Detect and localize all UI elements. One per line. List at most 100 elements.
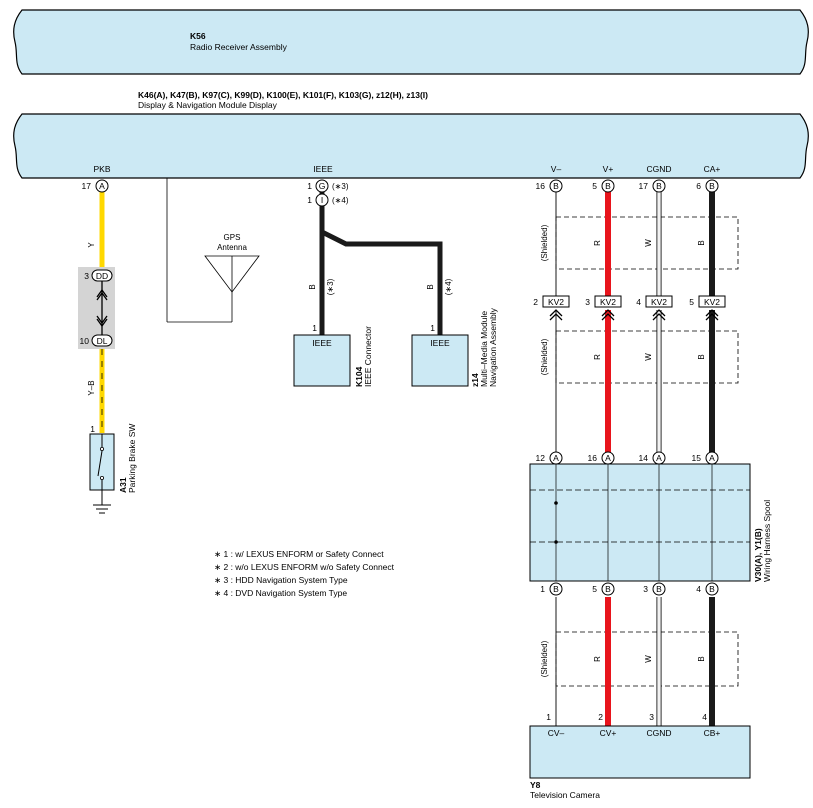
kv2-pin-4: 5 bbox=[689, 297, 694, 307]
camera-code: Y8 bbox=[530, 780, 541, 790]
pin-caplus[interactable]: B 6 bbox=[696, 179, 719, 193]
kv2-arrow-icon bbox=[652, 309, 666, 321]
spool-bottom-pin-1-conn: B bbox=[553, 584, 559, 594]
display-name: Display & Navigation Module Display bbox=[138, 100, 278, 110]
wire-color-r-1: R bbox=[593, 240, 602, 246]
k104-label: IEEE bbox=[312, 338, 332, 348]
spool-bottom-pin-2[interactable]: B 5 bbox=[592, 582, 615, 596]
spool-bottom-pin-2-num: 5 bbox=[592, 584, 597, 594]
spool-top-pin-4-num: 15 bbox=[692, 453, 702, 463]
z14-name-line1: Multi–Media Module bbox=[479, 311, 489, 387]
kv2-arrow-icon bbox=[549, 309, 563, 321]
pin-cgnd-num: 17 bbox=[639, 181, 649, 191]
connector-dl-label: DL bbox=[97, 336, 108, 346]
pin-ieee-i[interactable]: I 1 (∗4) bbox=[307, 193, 349, 207]
spool-bottom-pin-3-conn: B bbox=[656, 584, 662, 594]
pin-caplus-conn: B bbox=[709, 181, 715, 191]
camera-pin-num-1: 1 bbox=[546, 712, 551, 722]
radio-receiver-assembly[interactable]: K56 Radio Receiver Assembly bbox=[13, 9, 809, 75]
spool-bottom-pin-1[interactable]: B 1 bbox=[540, 582, 563, 596]
z14-multimedia-module[interactable] bbox=[411, 334, 469, 387]
kv2-connector-1[interactable]: KV2 2 bbox=[533, 295, 570, 321]
kv2-label-2: KV2 bbox=[600, 297, 616, 307]
spool-top-pin-2-num: 16 bbox=[588, 453, 598, 463]
shielded-label-1: (Shielded) bbox=[540, 224, 549, 261]
pin-pkb[interactable]: A 17 bbox=[82, 179, 109, 193]
kv2-pin-1: 2 bbox=[533, 297, 538, 307]
kv2-connector-4[interactable]: KV2 5 bbox=[689, 295, 726, 321]
pin-vminus-conn: B bbox=[553, 181, 559, 191]
spool-top-pin-3-conn: A bbox=[656, 453, 662, 463]
pin-label-pkb: PKB bbox=[93, 164, 110, 174]
spool-name: Wiring Harness Spool bbox=[762, 500, 772, 582]
spool-bottom-pin-4-conn: B bbox=[709, 584, 715, 594]
k104-name: IEEE Connector bbox=[363, 326, 373, 387]
legend-item-4: ∗ 4 : DVD Navigation System Type bbox=[214, 588, 347, 598]
wire-color-b-2: B bbox=[697, 354, 706, 359]
spool-top-pin-4-conn: A bbox=[709, 453, 715, 463]
spool-top-pin-2[interactable]: A 16 bbox=[588, 451, 615, 465]
radio-name: Radio Receiver Assembly bbox=[190, 42, 288, 52]
k104-ieee-connector[interactable] bbox=[293, 334, 351, 387]
z14-label: IEEE bbox=[430, 338, 450, 348]
pin-vplus-num: 5 bbox=[592, 181, 597, 191]
spool-bottom-pins: B 1 B 5 B 3 B 4 bbox=[540, 582, 719, 596]
a31-code: A31 bbox=[118, 477, 128, 493]
wire-color-b-3: B bbox=[697, 656, 706, 661]
pin-label-ieee: IEEE bbox=[313, 164, 333, 174]
display-body bbox=[13, 113, 809, 179]
wire-color-b-k104: B bbox=[308, 284, 317, 289]
pin-ieee-g[interactable]: G 1 (∗3) bbox=[307, 179, 349, 193]
parking-brake-switch[interactable] bbox=[89, 433, 115, 491]
display-navigation-module[interactable] bbox=[13, 113, 809, 179]
spool-bottom-pin-4[interactable]: B 4 bbox=[696, 582, 719, 596]
pin-ieee-g-note: (∗3) bbox=[332, 182, 349, 191]
pin-pkb-num: 17 bbox=[82, 181, 92, 191]
pin-label-caplus: CA+ bbox=[704, 164, 721, 174]
a31-pin: 1 bbox=[90, 424, 95, 434]
pin-caplus-num: 6 bbox=[696, 181, 701, 191]
note-z14: (∗4) bbox=[444, 278, 453, 295]
pin-ieee-i-num: 1 bbox=[307, 195, 312, 205]
wire-black-ieee-z14 bbox=[319, 206, 443, 335]
pin-cgnd[interactable]: B 17 bbox=[639, 179, 666, 193]
pin-vminus-num: 16 bbox=[536, 181, 546, 191]
camera-pin-label-3: CGND bbox=[646, 728, 671, 738]
connector-dd-label: DD bbox=[96, 271, 108, 281]
connector-dd-pin: 3 bbox=[84, 271, 89, 281]
k104-code: K104 bbox=[354, 366, 364, 387]
pin-vminus[interactable]: B 16 bbox=[536, 179, 563, 193]
pin-label-vminus: V– bbox=[551, 164, 562, 174]
wire-color-b-z14: B bbox=[426, 284, 435, 289]
z14-name-line2: Navigation Assembly bbox=[488, 307, 498, 387]
camera-pin-label-4: CB+ bbox=[704, 728, 721, 738]
spool-top-pin-1[interactable]: A 12 bbox=[536, 451, 563, 465]
kv2-pin-2: 3 bbox=[585, 297, 590, 307]
pin-cgnd-conn: B bbox=[656, 181, 662, 191]
camera-pin-label-1: CV– bbox=[548, 728, 565, 738]
kv2-connector-2[interactable]: KV2 3 bbox=[585, 295, 622, 321]
pin-vplus[interactable]: B 5 bbox=[592, 179, 615, 193]
camera-name: Television Camera bbox=[530, 790, 600, 800]
pin-ieee-g-conn: G bbox=[319, 181, 326, 191]
pin-label-vplus: V+ bbox=[603, 164, 614, 174]
legend-item-3: ∗ 3 : HDD Navigation System Type bbox=[214, 575, 348, 585]
pin-ieee-i-note: (∗4) bbox=[332, 196, 349, 205]
junction-arrows-icon bbox=[96, 281, 108, 335]
wire-color-w-3: W bbox=[644, 655, 653, 663]
television-camera[interactable] bbox=[529, 725, 751, 779]
spool-top-pin-4[interactable]: A 15 bbox=[692, 451, 719, 465]
camera-pin-num-4: 4 bbox=[702, 712, 707, 722]
spool-top-pin-3-num: 14 bbox=[639, 453, 649, 463]
spool-top-pin-3[interactable]: A 14 bbox=[639, 451, 666, 465]
kv2-label-1: KV2 bbox=[548, 297, 564, 307]
kv2-connector-3[interactable]: KV2 4 bbox=[636, 295, 673, 321]
spool-bottom-pin-3[interactable]: B 3 bbox=[643, 582, 666, 596]
note-k104: (∗3) bbox=[326, 278, 335, 295]
spool-bottom-pin-4-num: 4 bbox=[696, 584, 701, 594]
wiring-harness-spool[interactable] bbox=[529, 463, 751, 582]
wire-color-yb: Y–B bbox=[87, 380, 96, 395]
gps-label-line2: Antenna bbox=[217, 243, 247, 252]
display-code: K46(A), K47(B), K97(C), K99(D), K100(E),… bbox=[138, 90, 428, 100]
